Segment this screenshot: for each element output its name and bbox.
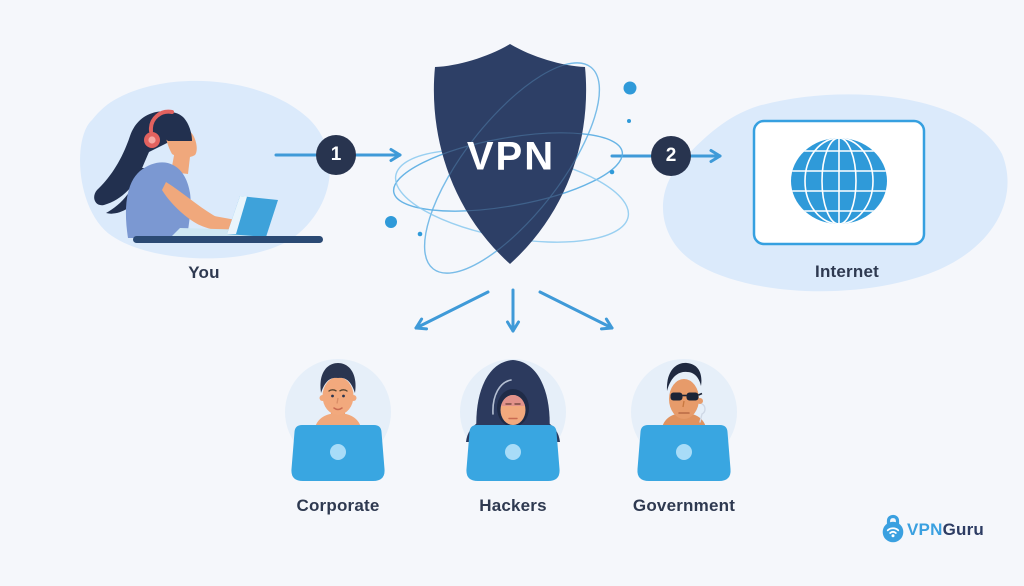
arrows-vpn-blocks (414, 288, 614, 333)
hacker-person-icon (460, 359, 566, 481)
step-1-badge: 1 (316, 135, 356, 175)
hackers-label: Hackers (479, 496, 547, 515)
government-person-icon (631, 359, 737, 481)
corporate-person-icon (285, 359, 391, 481)
logo-text-guru: Guru (942, 520, 984, 539)
vpn-shield-icon (433, 44, 587, 264)
laptop-icon (172, 196, 278, 238)
you-user-illustration (94, 109, 323, 243)
you-label: You (188, 263, 220, 282)
vpnguru-logo: VPNGuru (882, 512, 984, 543)
earpiece-icon (699, 403, 706, 423)
lock-wifi-icon (882, 514, 904, 543)
orbit-rings-overlay (393, 62, 623, 274)
logo-text: VPNGuru (907, 520, 984, 540)
corporate-label: Corporate (296, 496, 380, 515)
internet-label: Internet (815, 262, 879, 281)
step-2-badge: 2 (651, 136, 691, 176)
globe-icon (791, 138, 887, 224)
sunglasses-icon (670, 392, 703, 401)
vpn-shield-label: VPN (466, 134, 556, 179)
decorative-dots (385, 81, 637, 237)
government-label: Government (632, 496, 736, 515)
desk (133, 236, 323, 243)
headphones-icon (144, 109, 174, 148)
logo-text-vpn: VPN (907, 520, 943, 539)
internet-node (752, 119, 926, 246)
